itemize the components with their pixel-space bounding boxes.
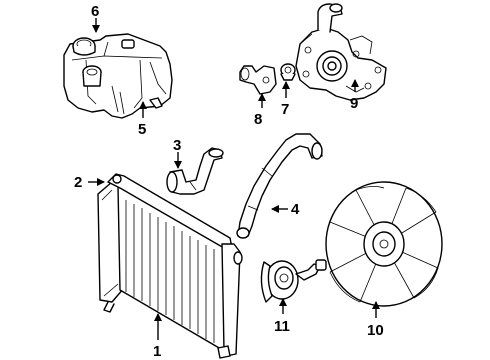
callout-8: 8 [254, 111, 262, 128]
upper-radiator-hose [166, 147, 224, 195]
callout-1: 1 [153, 343, 161, 360]
callout-3: 3 [173, 137, 181, 154]
thermostat [280, 63, 296, 81]
callout-4: 4 [291, 201, 300, 218]
callout-2: 2 [74, 174, 82, 191]
callout-10: 10 [367, 322, 384, 339]
fan-motor [260, 259, 327, 303]
coolant-reservoir [63, 33, 173, 119]
callout-9: 9 [350, 95, 358, 112]
callout-11: 11 [274, 318, 290, 335]
callout-7: 7 [281, 101, 289, 118]
callout-5: 5 [138, 121, 146, 138]
thermostat-housing [239, 65, 277, 95]
radiator [97, 173, 243, 359]
cooling-fan [325, 181, 443, 307]
leader-lines [88, 18, 380, 340]
water-pump [295, 3, 387, 101]
lower-radiator-hose [236, 133, 323, 239]
reservoir-cap [72, 37, 96, 56]
callout-6: 6 [91, 3, 99, 20]
